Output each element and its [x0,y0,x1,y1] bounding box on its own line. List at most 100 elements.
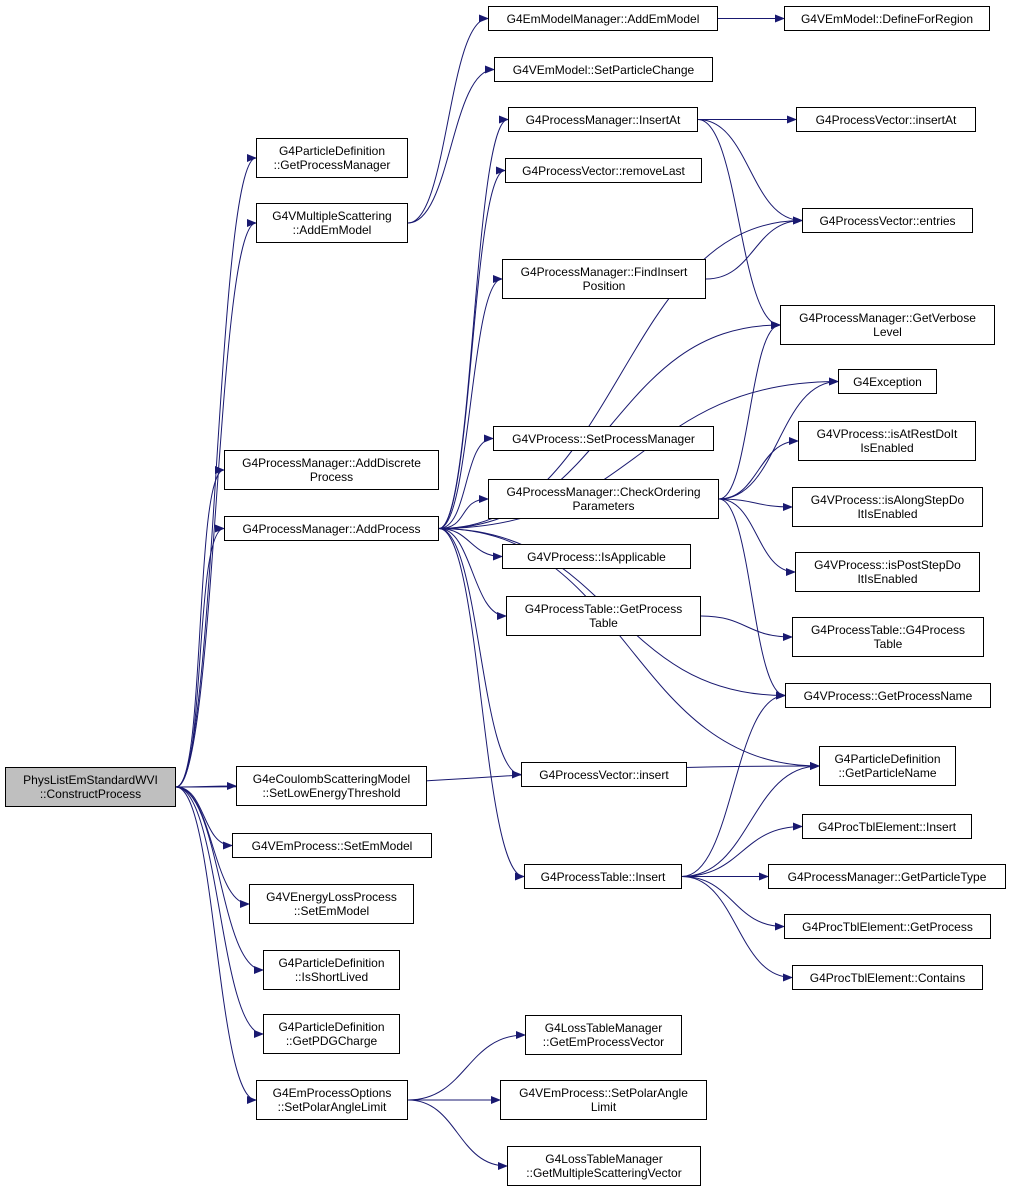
node-label-line: G4ParticleDefinition [278,956,385,970]
node-label-line: ::GetParticleName [838,766,937,780]
node-label-line: G4ProcessVector::entries [819,213,956,228]
edge-addProcess-to-removeLast [438,166,506,529]
node-label-line: ::IsShortLived [294,970,369,984]
node-define-for-region[interactable]: G4VEmModel::DefineForRegion [784,6,990,31]
node-label-line: G4VEmProcess::SetEmModel [251,838,413,853]
node-label-line: G4eCoulombScatteringModel [252,772,411,786]
node-label-line: G4Exception [853,374,922,389]
edge-addProcess-to-ptInsert [438,528,525,881]
node-label-line: G4ProcessVector::insertAt [815,112,957,127]
node-label-line: G4ProcessVector::removeLast [522,163,685,178]
node-is-applicable[interactable]: G4VProcess::IsApplicable [502,544,691,569]
node-label-line: Position [582,279,626,293]
node-label-line: G4ProcessTable::Insert [540,869,666,884]
node-label-line: G4VProcess::isAlongStepDo [810,493,965,507]
node-add-process[interactable]: G4ProcessManager::AddProcess [224,516,439,541]
node-label-line: Table [873,637,903,651]
edge-checkOrdering-to-getProcessName [718,498,786,700]
node-label-line: ::GetProcessManager [273,158,391,172]
node-label-line: Parameters [572,499,635,513]
edge-addProcess-to-setProcessManager [438,434,494,529]
edge-root-to-addDiscrete [175,466,225,788]
node-process-manager-insert-at[interactable]: G4ProcessManager::InsertAt [508,107,698,132]
node-label-line: G4ProcTblElement::GetProcess [802,919,973,934]
edge-root-to-addProcess [175,524,225,788]
node-set-low-energy-threshold[interactable]: G4eCoulombScatteringModel::SetLowEnergyT… [236,766,427,806]
node-get-process-name[interactable]: G4VProcess::GetProcessName [785,683,991,708]
node-label-line: G4VEmProcess::SetPolarAngle [519,1086,688,1100]
node-process-vector-insert-at[interactable]: G4ProcessVector::insertAt [796,107,976,132]
node-label-line: Process [309,470,354,484]
node-label-line: G4ProcessTable::GetProcess [524,602,683,616]
edge-checkOrdering-to-getVerbose [718,321,781,500]
node-process-vector-insert[interactable]: G4ProcessVector::insert [521,762,687,787]
node-get-multiple-scattering-vector[interactable]: G4LossTableManager::GetMultipleScatterin… [507,1146,701,1186]
node-options-set-polar-angle-limit[interactable]: G4EmProcessOptions::SetPolarAngleLimit [256,1080,408,1120]
edge-addProcess-to-getProcessTable [438,528,507,620]
node-label-line: G4LossTableManager [544,1021,663,1035]
edge-ptInsert-to-getParticleName [681,762,820,877]
edge-addProcess-to-exception [438,377,839,529]
node-label-line: G4VProcess::isAtRestDoIt [816,427,958,441]
node-physlist-construct-process[interactable]: PhysListEmStandardWVI::ConstructProcess [5,767,176,807]
node-process-table-insert[interactable]: G4ProcessTable::Insert [524,864,682,889]
node-process-vector-entries[interactable]: G4ProcessVector::entries [802,208,973,233]
node-label-line: ::SetEmModel [293,904,370,918]
node-proc-tbl-element-contains[interactable]: G4ProcTblElement::Contains [792,965,983,990]
edge-checkOrdering-to-isPost [718,498,796,576]
node-g4exception[interactable]: G4Exception [838,369,937,394]
edge-addProcess-to-pvInsert [438,528,522,779]
node-label-line: Table [589,616,618,630]
edge-findInsert-to-pvEntries [705,216,803,280]
node-label-line: G4ProcessVector::insert [539,767,669,782]
node-label-line: G4ParticleDefinition [834,752,941,766]
node-label-line: ::ConstructProcess [39,787,142,801]
node-get-em-process-vector[interactable]: G4LossTableManager::GetEmProcessVector [525,1015,682,1055]
node-get-particle-type[interactable]: G4ProcessManager::GetParticleType [768,864,1006,889]
node-particle-get-process-manager[interactable]: G4ParticleDefinition::GetProcessManager [256,138,408,178]
edge-addProcess-to-insertAt [438,115,509,529]
node-em-process-set-em-model[interactable]: G4VEmProcess::SetEmModel [232,833,432,858]
edge-ptInsert-to-getProcessName [681,691,786,877]
node-label-line: G4ProcTblElement::Insert [817,819,957,834]
edge-root-to-vmsAddEmModel [175,219,257,788]
node-label-line: G4VProcess::IsApplicable [527,549,666,564]
node-label-line: G4ProcessManager::InsertAt [525,112,681,127]
node-label-line: G4VProcess::GetProcessName [803,688,973,703]
node-label-line: G4LossTableManager [545,1152,663,1166]
node-is-short-lived[interactable]: G4ParticleDefinition::IsShortLived [263,950,400,990]
node-label-line: G4ParticleDefinition [278,1020,385,1034]
node-model-manager-add-em-model[interactable]: G4EmModelManager::AddEmModel [488,6,718,31]
node-label-line: G4ProcessManager::CheckOrdering [506,485,701,499]
edge-root-to-setLowEnergy [175,782,237,791]
node-get-particle-name[interactable]: G4ParticleDefinition::GetParticleName [819,746,956,786]
node-label-line: ::AddEmModel [292,223,372,237]
node-label-line: Level [873,325,902,339]
node-remove-last[interactable]: G4ProcessVector::removeLast [505,158,702,183]
node-label-line: G4ProcessManager::AddDiscrete [242,456,421,470]
node-label-line: PhysListEmStandardWVI [23,773,158,787]
node-set-particle-change[interactable]: G4VEmModel::SetParticleChange [494,57,713,82]
node-label-line: G4EmModelManager::AddEmModel [506,11,700,26]
edge-root-to-getPDGCharge [175,786,264,1038]
node-set-process-manager[interactable]: G4VProcess::SetProcessManager [493,426,714,451]
edge-checkOrdering-to-isAtRest [718,437,799,500]
node-get-pdg-charge[interactable]: G4ParticleDefinition::GetPDGCharge [263,1014,400,1054]
node-label-line: ::GetMultipleScatteringVector [526,1166,682,1180]
edge-addProcess-to-isApplicable [438,528,503,561]
node-proc-tbl-element-get-process[interactable]: G4ProcTblElement::GetProcess [784,914,991,939]
node-energy-loss-set-em-model[interactable]: G4VEnergyLossProcess::SetEmModel [249,884,414,924]
node-multiple-scattering-add-em-model[interactable]: G4VMultipleScattering::AddEmModel [256,203,408,243]
node-label-line: G4ProcessManager::GetParticleType [787,869,987,884]
node-proc-tbl-element-insert[interactable]: G4ProcTblElement::Insert [802,814,972,839]
